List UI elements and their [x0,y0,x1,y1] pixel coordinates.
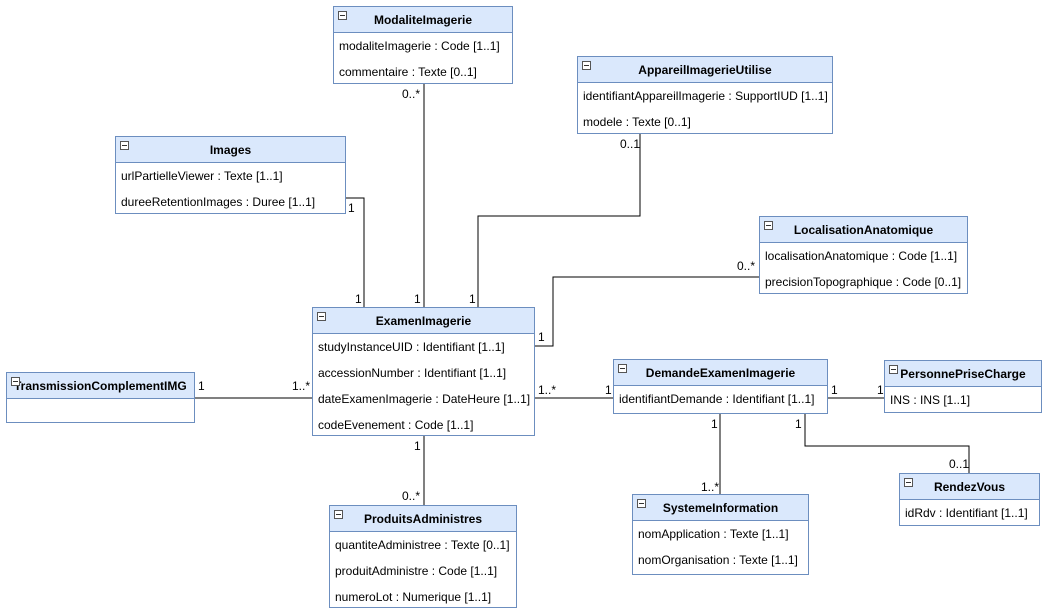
collapse-icon[interactable] [618,364,627,373]
attribute: produitAdministre : Code [1..1] [335,564,498,578]
multiplicity-label: 1 [877,383,884,397]
multiplicity-label: 1 [348,201,355,215]
class-name: RendezVous [933,480,1006,494]
collapse-icon[interactable] [904,478,913,487]
class-modalite-imagerie[interactable]: ModaliteImagerie modaliteImagerie : Code… [333,6,513,84]
multiplicity-label: 1 [711,417,718,431]
attribute: studyInstanceUID : Identifiant [1..1] [318,340,505,354]
multiplicity-label: 1..* [701,480,720,494]
multiplicity-label: 1 [795,417,802,431]
attribute: accessionNumber : Identifiant [1..1] [318,366,507,380]
class-header[interactable]: SystemeInformation [633,495,808,521]
class-name: DemandeExamenImagerie [645,366,796,380]
multiplicity-label: 1..* [538,383,557,397]
multiplicity-label: 1 [355,292,362,306]
multiplicity-label: 1 [538,330,545,344]
collapse-icon[interactable] [637,499,646,508]
class-name: ProduitsAdministres [363,512,483,526]
class-header[interactable]: RendezVous [900,474,1039,500]
association-images-examen [346,197,365,307]
attribute: dateExamenImagerie : DateHeure [1..1] [318,392,531,406]
class-systeme-information[interactable]: SystemeInformation nomApplication : Text… [632,494,809,575]
class-examen-imagerie[interactable]: ExamenImagerie studyInstanceUID : Identi… [312,307,535,436]
association-localisation-examen [535,276,759,347]
class-header[interactable]: ProduitsAdministres [330,506,516,532]
collapse-icon[interactable] [11,377,20,386]
class-name: ExamenImagerie [375,314,472,328]
class-name: ModaliteImagerie [373,13,473,27]
class-name: SystemeInformation [662,501,779,515]
multiplicity-label: 1 [198,379,205,393]
attribute: codeEvenement : Code [1..1] [318,418,474,432]
multiplicity-label: 0..* [402,489,421,503]
class-header[interactable]: PersonnePriseCharge [885,361,1041,387]
class-images[interactable]: Images urlPartielleViewer : Texte [1..1]… [115,136,346,214]
class-name: Images [209,143,252,157]
collapse-icon[interactable] [764,221,773,230]
class-personne-prise-charge[interactable]: PersonnePriseCharge INS : INS [1..1] [884,360,1042,413]
class-transmission-complement-img[interactable]: TransmissionComplementIMG [6,372,195,423]
association-demande-rendezvous [804,414,970,473]
class-name: TransmissionComplementIMG [14,379,187,393]
class-header[interactable]: ExamenImagerie [313,308,534,334]
class-header[interactable]: TransmissionComplementIMG [7,373,194,399]
collapse-icon[interactable] [582,61,591,70]
collapse-icon[interactable] [889,365,898,374]
multiplicity-label: 0..1 [620,137,641,151]
attribute: INS : INS [1..1] [890,393,971,407]
multiplicity-label: 1 [414,292,421,306]
collapse-icon[interactable] [338,11,347,20]
attribute: urlPartielleViewer : Texte [1..1] [121,169,283,183]
attribute: commentaire : Texte [0..1] [339,65,477,79]
attribute: modaliteImagerie : Code [1..1] [339,39,500,53]
multiplicity-label: 1..* [292,379,311,393]
class-header[interactable]: AppareilImagerieUtilise [578,57,832,83]
attribute: identifiantAppareilImagerie : SupportIUD… [583,89,828,103]
class-header[interactable]: ModaliteImagerie [334,7,512,33]
attribute: nomOrganisation : Texte [1..1] [638,553,798,567]
attribute: quantiteAdministree : Texte [0..1] [335,538,510,552]
multiplicity-label: 1 [831,383,838,397]
class-name: LocalisationAnatomique [793,223,934,237]
class-name: AppareilImagerieUtilise [638,63,772,77]
association-appareil-examen [477,134,641,307]
attribute: dureeRetentionImages : Duree [1..1] [121,195,316,209]
attribute: idRdv : Identifiant [1..1] [905,506,1028,520]
class-localisation-anatomique[interactable]: LocalisationAnatomique localisationAnato… [759,216,968,294]
class-demande-examen-imagerie[interactable]: DemandeExamenImagerie identifiantDemande… [613,359,828,414]
attribute: precisionTopographique : Code [0..1] [765,275,962,289]
collapse-icon[interactable] [317,312,326,321]
multiplicity-label: 0..1 [949,457,970,471]
multiplicity-label: 1 [414,439,421,453]
class-name: PersonnePriseCharge [900,367,1026,381]
class-header[interactable]: DemandeExamenImagerie [614,360,827,386]
class-appareil-imagerie-utilise[interactable]: AppareilImagerieUtilise identifiantAppar… [577,56,833,134]
multiplicity-label: 1 [605,383,612,397]
attribute: modele : Texte [0..1] [583,115,691,129]
class-produits-administres[interactable]: ProduitsAdministres quantiteAdministree … [329,505,517,608]
multiplicity-label: 1 [469,292,476,306]
attribute: numeroLot : Numerique [1..1] [335,590,492,604]
class-header[interactable]: LocalisationAnatomique [760,217,967,243]
class-rendez-vous[interactable]: RendezVous idRdv : Identifiant [1..1] [899,473,1040,526]
attribute: identifiantDemande : Identifiant [1..1] [619,392,815,406]
attribute: nomApplication : Texte [1..1] [638,527,789,541]
collapse-icon[interactable] [120,141,129,150]
multiplicity-label: 0..* [402,87,421,101]
collapse-icon[interactable] [334,510,343,519]
multiplicity-label: 0..* [737,259,756,273]
attribute: localisationAnatomique : Code [1..1] [765,249,958,263]
class-header[interactable]: Images [116,137,345,163]
